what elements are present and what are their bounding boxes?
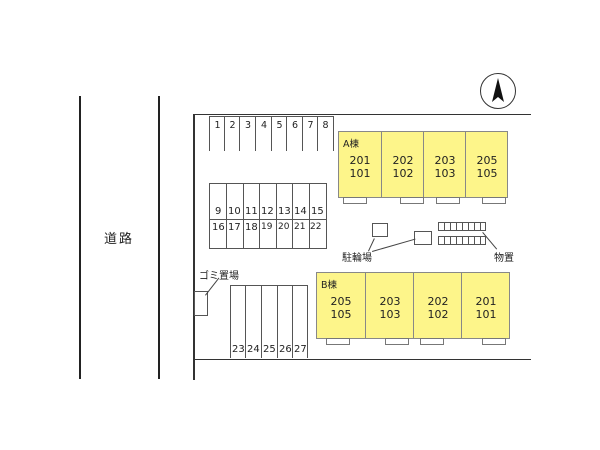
parking-space: 10 [228, 206, 241, 217]
unit: 202 102 [413, 273, 462, 338]
parking-block-middle: 9 10 11 12 13 14 15 16 17 18 19 20 21 22 [209, 183, 327, 249]
unit: 205 105 [330, 295, 352, 321]
site-boundary-left [193, 114, 195, 380]
unit: 205 105 [465, 132, 508, 197]
parking-row-bottom: 23 24 25 26 27 [230, 285, 308, 358]
unit: 201 101 [349, 154, 371, 180]
building-a-label: A棟 [343, 139, 359, 150]
parking-space: 15 [311, 206, 324, 217]
parking-space: 24 [247, 344, 260, 355]
parking-space: 26 [279, 344, 292, 355]
parking-space: 27 [294, 344, 307, 355]
parking-space: 4 [255, 116, 272, 151]
parking-space: 1 [209, 116, 225, 151]
parking-space: 8 [317, 116, 334, 151]
building-b: B棟 205 105 203 103 202 102 201 101 [316, 272, 510, 339]
unit: 201 101 [461, 273, 510, 338]
parking-space: 7 [302, 116, 318, 151]
parking-space: 12 [261, 206, 274, 217]
parking-space: 21 [294, 222, 306, 232]
unit: 203 103 [365, 273, 414, 338]
parking-space: 3 [239, 116, 256, 151]
storage-label: 物置 [494, 253, 514, 264]
building-a-entrance [436, 197, 460, 204]
building-b-entrance [482, 338, 506, 345]
building-a: A棟 201 101 202 102 203 103 205 105 [338, 131, 508, 198]
parking-space: 9 [215, 206, 222, 217]
building-a-entrance [482, 197, 506, 204]
parking-space: 19 [261, 222, 273, 232]
road-edge-left [79, 96, 81, 379]
parking-space: 23 [232, 344, 245, 355]
building-b-entrance [420, 338, 444, 345]
road-edge-right [158, 96, 160, 379]
building-b-label: B棟 [321, 280, 338, 291]
parking-space: 18 [245, 222, 258, 233]
parking-space: 17 [228, 222, 241, 233]
parking-space: 5 [271, 116, 287, 151]
parking-space: 14 [294, 206, 307, 217]
parking-space: 20 [278, 222, 290, 232]
bicycle-rack [372, 223, 388, 237]
building-a-entrance [400, 197, 424, 204]
parking-space: 25 [263, 344, 276, 355]
storage-unit [438, 236, 486, 245]
unit: 202 102 [381, 132, 424, 197]
storage-unit [438, 222, 486, 231]
parking-space: 11 [245, 206, 258, 217]
parking-space: 2 [224, 116, 240, 151]
parking-space: 13 [278, 206, 291, 217]
bicycle-parking-label: 駐輪場 [342, 253, 372, 264]
building-b-entrance [385, 338, 409, 345]
garbage-area [194, 291, 208, 316]
north-arrow-icon [480, 73, 516, 109]
building-a-entrance [343, 197, 367, 204]
parking-space: 6 [286, 116, 303, 151]
parking-space: 16 [212, 222, 225, 233]
unit: 203 103 [423, 132, 466, 197]
parking-space: 22 [310, 222, 322, 232]
parking-row-top: 1 2 3 4 5 6 7 8 [209, 116, 334, 152]
garbage-label: ゴミ置場 [199, 271, 239, 282]
road-label: 道路 [104, 232, 135, 247]
building-b-entrance [326, 338, 350, 345]
bicycle-rack [414, 231, 432, 245]
